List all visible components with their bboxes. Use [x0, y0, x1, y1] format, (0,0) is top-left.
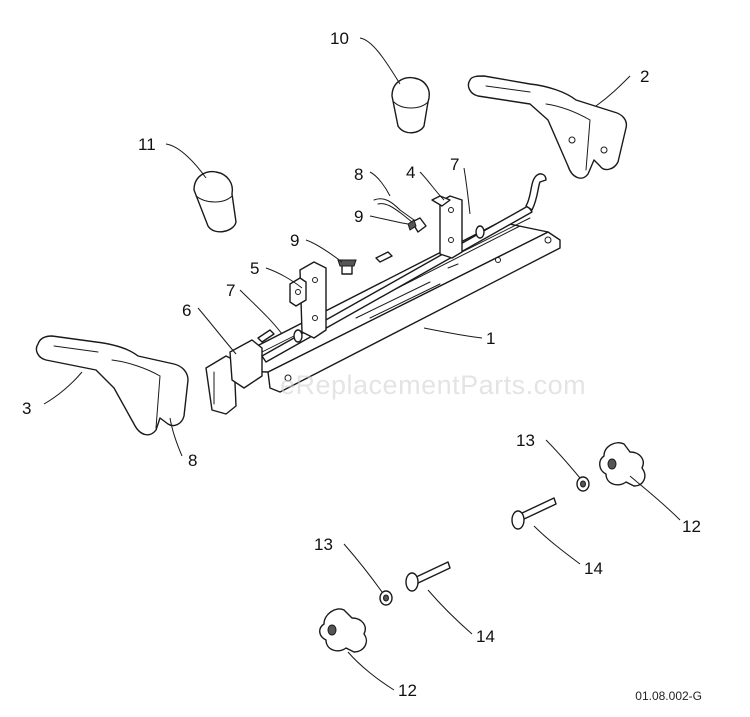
callout-7-top: 7: [450, 155, 459, 174]
callout-8-bottom: 8: [188, 451, 197, 470]
callout-labels: 10 2 11 8 4 7 9 9 5 7 6 1 3 8 13 12 14 1…: [22, 29, 701, 700]
callout-7-left: 7: [226, 281, 235, 300]
callout-9-right: 9: [354, 207, 363, 226]
callout-5: 5: [250, 259, 259, 278]
bracket-part-5: [289, 261, 327, 339]
callout-3: 3: [22, 399, 31, 418]
callout-9-left: 9: [290, 231, 299, 250]
callout-2: 2: [640, 67, 649, 86]
callout-14-lower: 14: [476, 627, 495, 646]
bolt-part-14-upper: [511, 497, 557, 530]
callout-12-lower: 12: [398, 681, 417, 700]
handle-part-2: [467, 75, 628, 179]
star-knob-part-12-lower: [319, 608, 368, 653]
callout-14-upper: 14: [584, 559, 603, 578]
screw-part-9: [337, 217, 427, 275]
callout-13-lower: 13: [314, 535, 333, 554]
callout-4: 4: [406, 163, 415, 182]
callout-1: 1: [486, 329, 495, 348]
callout-6: 6: [182, 301, 191, 320]
callout-13-upper: 13: [516, 431, 535, 450]
washer-part-13-lower: [379, 590, 393, 606]
handle-part-3: [35, 335, 189, 436]
callout-11: 11: [138, 135, 156, 154]
star-knob-part-12-upper: [599, 442, 646, 487]
watermark: eReplacementParts.com: [280, 370, 587, 400]
rail-clips: [257, 251, 393, 343]
washer-part-13-upper: [576, 476, 590, 492]
rail-end-bracket: [205, 339, 263, 415]
shift-rod: [261, 173, 547, 363]
bolt-part-14-lower: [405, 561, 451, 592]
document-code: 01.08.002-G: [635, 689, 702, 703]
callout-12-upper: 12: [682, 517, 701, 536]
callout-8-top: 8: [354, 165, 363, 184]
knob-part-10: [391, 76, 430, 134]
bracket-part-4: [431, 195, 463, 259]
leader-lines: [43, 37, 681, 691]
callout-10: 10: [330, 29, 349, 48]
knob-part-11: [193, 170, 237, 233]
